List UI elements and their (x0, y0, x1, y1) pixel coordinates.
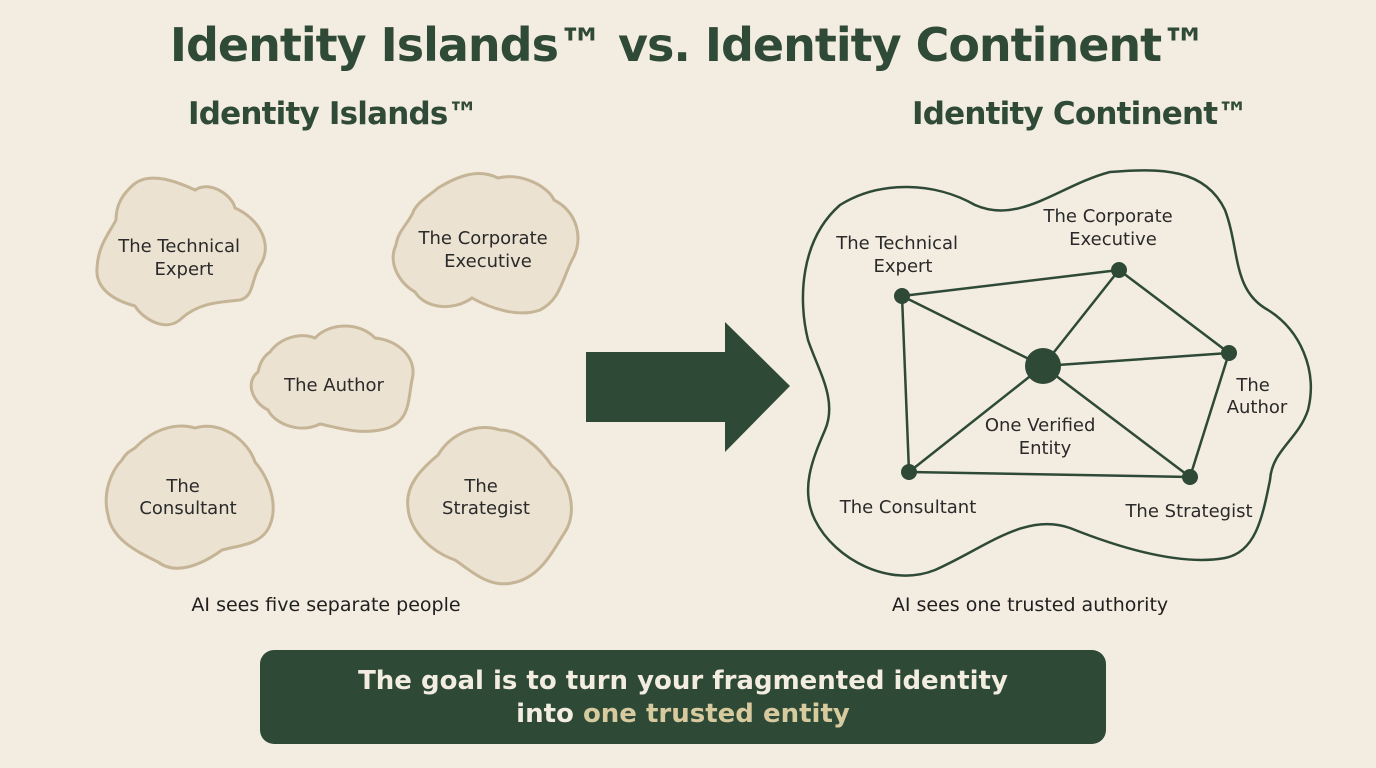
continent-caption: AI sees one trusted authority (891, 594, 1169, 616)
goal-line-1: The goal is to turn your fragmented iden… (358, 666, 1008, 696)
node-label-author: The Author (1227, 375, 1288, 418)
island-author (249, 324, 415, 433)
edge-center-strategist (1042, 365, 1191, 478)
goal-line-2-prefix: into (516, 699, 583, 729)
node-strategist (1182, 469, 1198, 485)
islands-group: The Technical Expert The Corporate Execu… (95, 171, 580, 586)
island-label-strategist: The Strategist (442, 476, 530, 519)
island-label-author: The Author (283, 375, 384, 396)
islands-caption: AI sees five separate people (191, 594, 461, 616)
center-label: One Verified Entity (985, 415, 1101, 459)
node-label-technical-expert: The Technical Expert (835, 233, 964, 277)
goal-highlight: one trusted entity (582, 699, 850, 729)
continent-outline (801, 169, 1312, 577)
transformation-arrow-icon (586, 322, 790, 452)
node-label-corporate-executive: The Corporate Executive (1043, 206, 1179, 250)
edge-corporate-author (1118, 269, 1230, 354)
node-author (1221, 345, 1237, 361)
edge-center-consultant (908, 365, 1044, 473)
island-consultant (104, 424, 275, 570)
goal-line-2: into one trusted entity (260, 698, 1106, 731)
edge-technical-corporate (901, 268, 1120, 298)
island-label-consultant: The Consultant (139, 476, 236, 519)
goal-banner: The goal is to turn your fragmented iden… (260, 650, 1106, 744)
edge-strategist-consultant (908, 470, 1191, 479)
page-title: Identity Islands™ vs. Identity Continent… (169, 18, 1207, 72)
node-center (1025, 348, 1061, 384)
island-strategist (406, 426, 573, 586)
node-label-consultant: The Consultant (839, 497, 977, 518)
continent-heading: Identity Continent™ (912, 96, 1248, 132)
network-nodes (894, 262, 1237, 485)
edge-consultant-technical (900, 295, 911, 473)
node-corporate-executive (1111, 262, 1127, 278)
edge-center-corporate (1042, 269, 1120, 367)
edge-center-technical (901, 294, 1044, 368)
continent-group: The Technical Expert The Corporate Execu… (801, 169, 1312, 577)
node-technical-expert (894, 288, 910, 304)
edge-author-strategist (1188, 352, 1231, 478)
islands-heading: Identity Islands™ (188, 96, 479, 132)
edge-center-author (1042, 351, 1230, 368)
node-consultant (901, 464, 917, 480)
island-label-technical-expert: The Technical Expert (117, 236, 246, 280)
node-label-strategist: The Strategist (1124, 501, 1252, 522)
island-technical-expert (95, 176, 267, 327)
island-label-corporate-executive: The Corporate Executive (418, 228, 554, 272)
network-edges (900, 268, 1231, 479)
island-corporate-executive (391, 171, 580, 315)
